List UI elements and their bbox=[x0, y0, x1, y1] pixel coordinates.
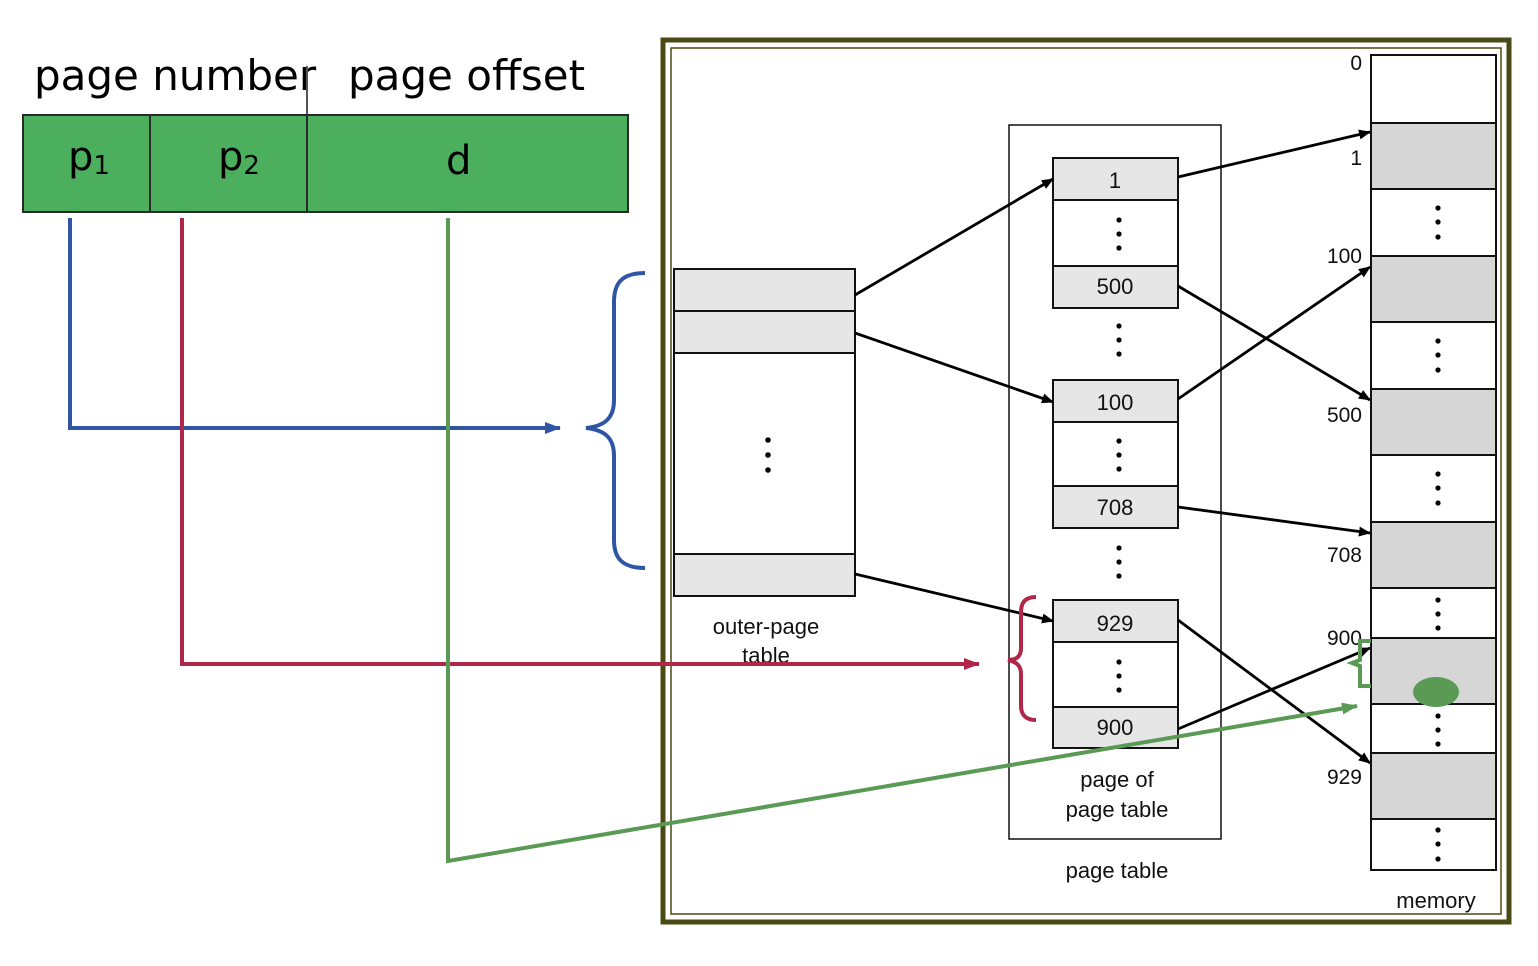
p2-path bbox=[180, 218, 1037, 722]
memory-address-0: 0 bbox=[1350, 52, 1362, 75]
field-p2: p2 bbox=[218, 134, 260, 181]
page-table-label: page table bbox=[1066, 858, 1169, 883]
page-entry-500-label: 500 bbox=[1097, 274, 1134, 299]
between-pages-ellipsis-2 bbox=[1116, 545, 1122, 579]
memory-frame-929 bbox=[1370, 752, 1497, 820]
address-fields-bar bbox=[22, 114, 629, 213]
page-entry-100 bbox=[1052, 379, 1179, 423]
page-entry-929-label: 929 bbox=[1097, 611, 1134, 636]
arrow-entry929-to-frame929 bbox=[1177, 618, 1371, 765]
outer-ellipsis bbox=[765, 437, 771, 473]
arrow-entry900-to-frame900 bbox=[1177, 646, 1371, 731]
arrow-outer2-to-page2 bbox=[854, 331, 1054, 404]
page-entry-1 bbox=[1052, 157, 1179, 201]
outer-entry-2 bbox=[673, 310, 856, 354]
field-p1: p1 bbox=[68, 134, 110, 181]
memory-frame-100 bbox=[1370, 255, 1497, 323]
memory-frame-500 bbox=[1370, 388, 1497, 456]
arrow-entry500-to-frame500 bbox=[1177, 284, 1371, 402]
outer-entry-last bbox=[673, 553, 856, 597]
memory: 0 1 100 500 708 900 929 memory bbox=[1327, 52, 1497, 913]
field-d: d bbox=[446, 138, 471, 184]
target-byte-marker bbox=[1413, 677, 1459, 707]
memory-address-929: 929 bbox=[1327, 766, 1362, 789]
between-pages-ellipsis-1 bbox=[1116, 323, 1122, 357]
memory-address-900: 900 bbox=[1327, 627, 1362, 650]
page-entry-100-label: 100 bbox=[1097, 390, 1134, 415]
memory-frame-708 bbox=[1370, 521, 1497, 589]
arrow-entry708-to-frame708 bbox=[1177, 505, 1371, 537]
page-entry-708-label: 708 bbox=[1097, 495, 1134, 520]
memory-column bbox=[1370, 54, 1497, 871]
p2-index-line bbox=[180, 218, 980, 670]
outer-table-brace bbox=[585, 271, 646, 570]
page-offset-label: page offset bbox=[348, 51, 585, 100]
figure-frame-inner bbox=[670, 47, 1502, 915]
memory-address-100: 100 bbox=[1327, 245, 1362, 268]
page-table: 1 500 100 708 929 900 page of page table… bbox=[1008, 124, 1222, 883]
page1-ellipsis bbox=[1116, 217, 1122, 251]
memory-address-708: 708 bbox=[1327, 544, 1362, 567]
page-entry-500 bbox=[1052, 265, 1179, 309]
offset-line bbox=[446, 218, 1358, 864]
d-path bbox=[446, 218, 1371, 864]
page-of-page-table-label-1: page of bbox=[1080, 767, 1154, 792]
memory-label: memory bbox=[1396, 888, 1475, 913]
arrow-entry1-to-frame1 bbox=[1177, 129, 1371, 179]
page-number-label: page number bbox=[34, 51, 317, 100]
page3-ellipsis bbox=[1116, 659, 1122, 693]
memory-address-1: 1 bbox=[1350, 147, 1362, 170]
page-of-page-table-label-2: page table bbox=[1066, 797, 1169, 822]
arrow-outer1-to-page1 bbox=[854, 177, 1054, 297]
outer-entry-1 bbox=[673, 268, 856, 312]
outer-page-table-label-1: outer-page bbox=[713, 614, 819, 639]
inner-page-brace bbox=[1007, 595, 1037, 722]
outer-page-table: outer-page table bbox=[673, 268, 856, 668]
memory-ellipses bbox=[1435, 205, 1441, 862]
p1-index-line bbox=[68, 218, 561, 434]
page-entry-1-label: 1 bbox=[1109, 168, 1121, 193]
memory-frame-1 bbox=[1370, 122, 1497, 190]
offset-brace bbox=[1346, 639, 1371, 688]
logical-address: page number page offset p1 p2 d bbox=[22, 51, 629, 213]
page2-ellipsis bbox=[1116, 438, 1122, 472]
arrow-entry100-to-frame100 bbox=[1177, 265, 1371, 401]
page-table-container bbox=[1008, 124, 1222, 840]
page-entry-900-label: 900 bbox=[1097, 715, 1134, 740]
memory-address-500: 500 bbox=[1327, 404, 1362, 427]
p1-path bbox=[68, 218, 646, 570]
